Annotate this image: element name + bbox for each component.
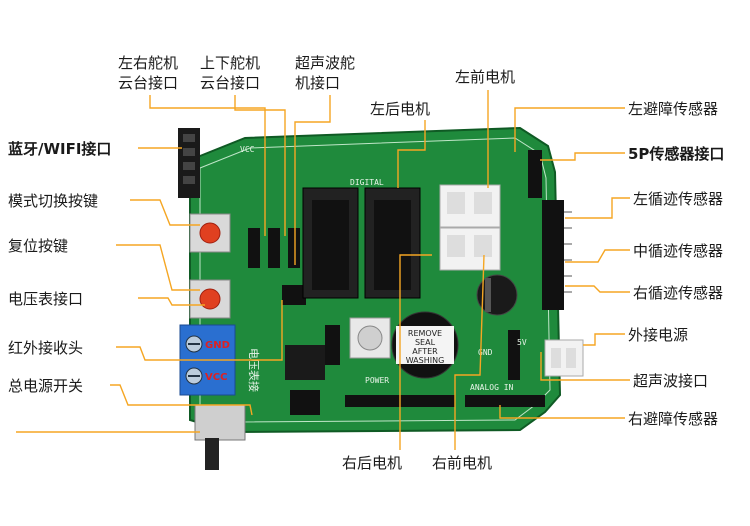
silk-digital: DIGITAL	[350, 178, 384, 187]
gnd-silk: GND	[205, 340, 230, 351]
label-right-front-motor: 右前电机	[432, 454, 492, 472]
label-5p-sensor: 5P传感器接口	[628, 145, 724, 163]
label-reset: 复位按键	[8, 237, 68, 255]
label-left-track: 左循迹传感器	[633, 190, 723, 208]
label-ultrasonic: 超声波接口	[633, 372, 708, 390]
leader-lines	[16, 90, 630, 450]
ultrasonic-header	[508, 330, 520, 380]
label-right-track: 右循迹传感器	[633, 284, 723, 302]
buzzer: REMOVE SEAL AFTER WASHING	[391, 311, 459, 379]
label-mode-switch: 模式切换按键	[8, 192, 98, 210]
silk-5v: 5V	[517, 338, 527, 347]
servo-headers	[248, 228, 306, 305]
buzzer-text-2: SEAL	[415, 338, 436, 347]
label-bluetooth-wifi: 蓝牙/WIFI接口	[8, 140, 111, 158]
ext-power-connector	[544, 339, 584, 377]
label-us-servo-2: 机接口	[295, 74, 340, 92]
reset-button	[189, 279, 231, 319]
label-ud-servo-2: 云台接口	[200, 74, 260, 92]
label-voltmeter: 电压表接口	[8, 290, 83, 308]
silk-power: POWER	[365, 376, 389, 385]
mode-switch-button	[189, 213, 231, 253]
silk-vcc: VCC	[240, 145, 255, 154]
label-mid-track: 中循迹传感器	[633, 242, 723, 260]
label-ir-receiver: 红外接收头	[8, 339, 83, 357]
label-left-front-motor: 左前电机	[455, 68, 515, 86]
label-left-rear-motor: 左后电机	[370, 100, 430, 118]
motor-driver-ics	[302, 187, 421, 299]
label-right-rear-motor: 右后电机	[342, 454, 402, 472]
bottom-headers	[345, 395, 545, 407]
silk-gnd: GND	[478, 348, 493, 357]
sensor-pin-headers	[528, 150, 572, 310]
label-ext-power: 外接电源	[628, 326, 688, 344]
buzzer-text-1: REMOVE	[408, 329, 442, 338]
label-lr-servo-2: 云台接口	[118, 74, 178, 92]
label-left-avoid: 左避障传感器	[628, 100, 718, 118]
label-lr-servo-1: 左右舵机	[118, 54, 178, 72]
label-main-power: 总电源开关	[8, 377, 83, 395]
label-right-avoid: 右避障传感器	[628, 410, 718, 428]
label-us-servo-1: 超声波舵	[295, 54, 355, 72]
power-switch	[194, 404, 246, 470]
capacitor	[476, 274, 518, 316]
buzzer-text-4: WASHING	[406, 356, 445, 365]
bluetooth-wifi-header	[178, 128, 200, 198]
silk-analog-in: ANALOG IN	[470, 383, 514, 392]
silk-voltmeter: 电压表接	[247, 348, 261, 392]
vcc-silk: VCC	[205, 372, 227, 383]
misc-components	[285, 317, 391, 415]
callout-labels: 蓝牙/WIFI接口 模式切换按键 复位按键 电压表接口 红外接收头 总电源开关 …	[8, 54, 724, 472]
motor-connectors	[439, 184, 501, 271]
buzzer-text-3: AFTER	[412, 347, 438, 356]
label-ud-servo-1: 上下舵机	[200, 54, 260, 72]
